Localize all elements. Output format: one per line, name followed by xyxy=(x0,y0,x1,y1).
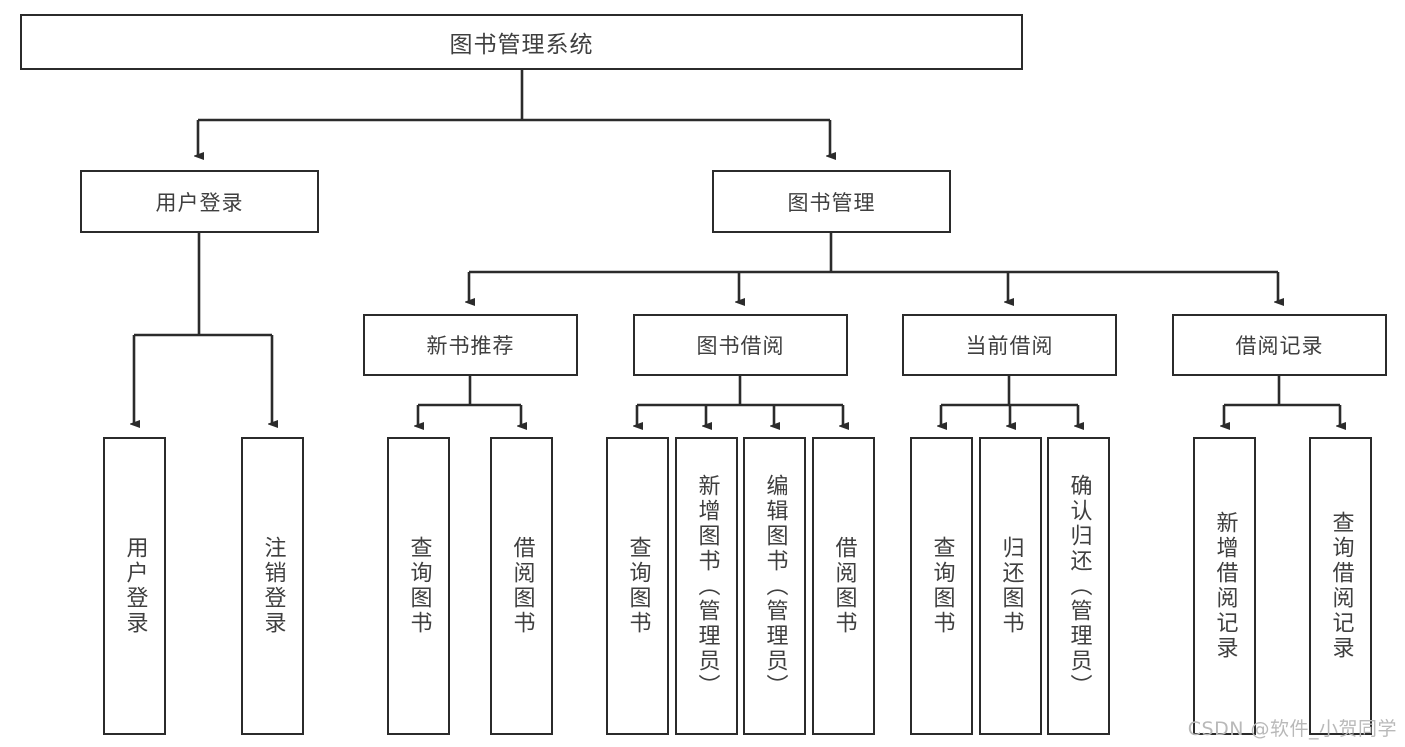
leaf-borrow-book-recommend[interactable]: 借阅图书 xyxy=(490,437,553,735)
leaf-query-book-recommend[interactable]: 查询图书 xyxy=(387,437,450,735)
node-label: 查询图书 xyxy=(406,536,432,636)
leaf-edit-book-admin[interactable]: 编辑图书（管理员） xyxy=(743,437,806,735)
node-label: 图书管理 xyxy=(787,190,876,215)
leaf-add-book-admin[interactable]: 新增图书（管理员） xyxy=(675,437,738,735)
node-label: 新增借阅记录 xyxy=(1212,511,1238,661)
node-book-management[interactable]: 图书管理 xyxy=(712,170,951,233)
node-label: 新书推荐 xyxy=(426,334,515,358)
node-label: 新增图书（管理员） xyxy=(694,473,720,699)
node-label: 图书管理系统 xyxy=(449,32,594,58)
leaf-user-logout[interactable]: 注销登录 xyxy=(241,437,304,735)
node-new-book-recommend[interactable]: 新书推荐 xyxy=(363,314,578,376)
node-label: 查询借阅记录 xyxy=(1328,511,1354,661)
leaf-add-borrow-record[interactable]: 新增借阅记录 xyxy=(1193,437,1256,735)
leaf-query-borrow-record[interactable]: 查询借阅记录 xyxy=(1309,437,1372,735)
node-label: 当前借阅 xyxy=(965,334,1054,358)
leaf-confirm-return-admin[interactable]: 确认归还（管理员） xyxy=(1047,437,1110,735)
node-label: 归还图书 xyxy=(998,536,1024,636)
leaf-query-book-borrow[interactable]: 查询图书 xyxy=(606,437,669,735)
node-label: 用户登录 xyxy=(155,190,244,215)
node-root-system[interactable]: 图书管理系统 xyxy=(20,14,1023,70)
node-borrow-record[interactable]: 借阅记录 xyxy=(1172,314,1387,376)
node-label: 用户登录 xyxy=(122,536,148,636)
node-label: 编辑图书（管理员） xyxy=(762,473,788,699)
leaf-user-login[interactable]: 用户登录 xyxy=(103,437,166,735)
node-label: 确认归还（管理员） xyxy=(1066,473,1092,699)
node-label: 借阅图书 xyxy=(509,536,535,636)
node-book-borrow[interactable]: 图书借阅 xyxy=(633,314,848,376)
node-current-borrow[interactable]: 当前借阅 xyxy=(902,314,1117,376)
node-label: 借阅图书 xyxy=(831,536,857,636)
leaf-query-book-current[interactable]: 查询图书 xyxy=(910,437,973,735)
node-label: 注销登录 xyxy=(260,536,286,636)
node-label: 查询图书 xyxy=(929,536,955,636)
node-label: 查询图书 xyxy=(625,536,651,636)
leaf-return-book[interactable]: 归还图书 xyxy=(979,437,1042,735)
leaf-borrow-book[interactable]: 借阅图书 xyxy=(812,437,875,735)
watermark: CSDN @软件_小贺同学 xyxy=(1187,718,1397,740)
node-user-login[interactable]: 用户登录 xyxy=(80,170,319,233)
node-label: 借阅记录 xyxy=(1235,334,1324,358)
node-label: 图书借阅 xyxy=(696,334,785,358)
